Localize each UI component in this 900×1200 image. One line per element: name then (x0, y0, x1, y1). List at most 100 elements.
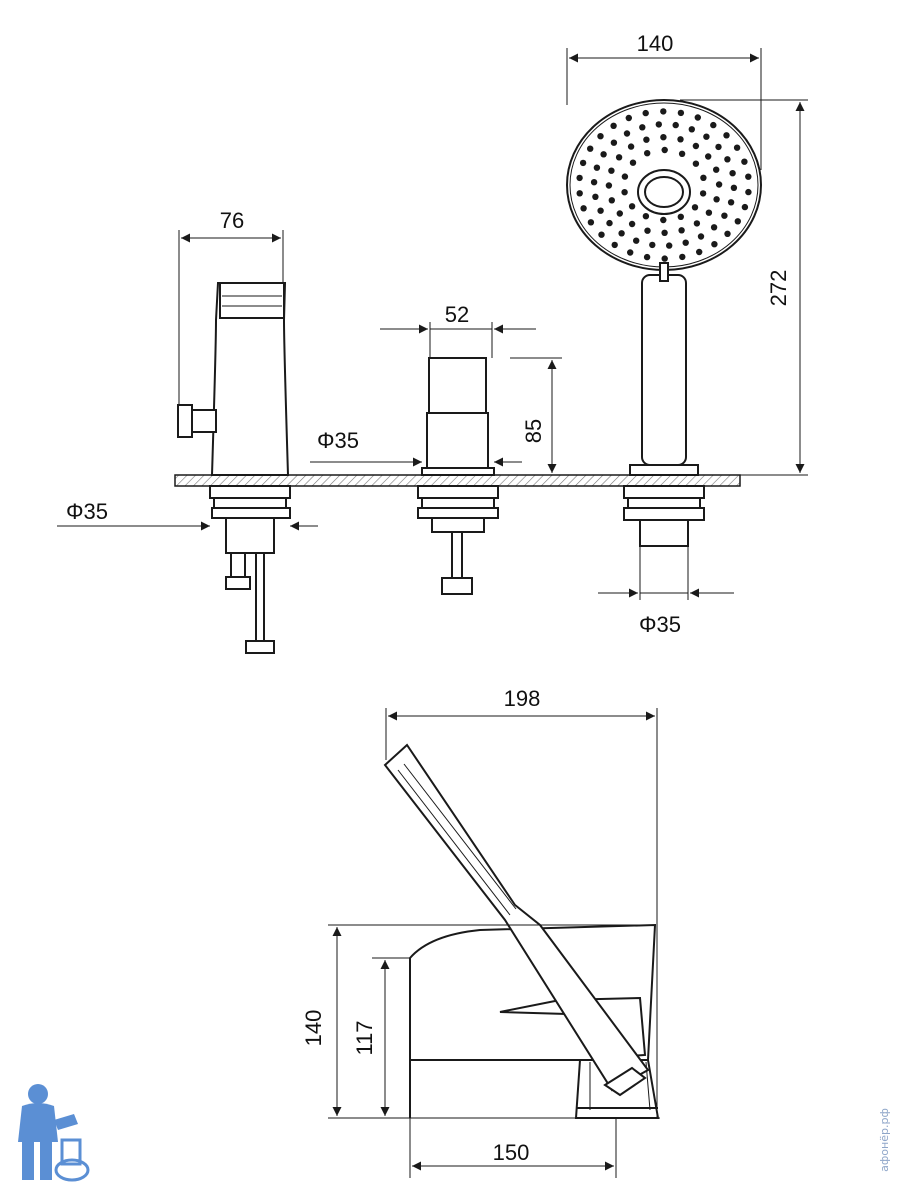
spray-nozzle (597, 133, 604, 140)
spray-nozzle (643, 253, 651, 261)
spray-nozzle (672, 121, 679, 129)
dim-label-85: 85 (521, 419, 546, 443)
spray-nozzle (724, 230, 731, 237)
dim-spout-width: 76 (178, 208, 284, 405)
spray-nozzle (661, 255, 668, 262)
dim-label-phi35-shower: Φ35 (639, 612, 681, 637)
dim-valve-width: 52 (380, 302, 536, 358)
spray-nozzle (692, 160, 700, 167)
spray-nozzle (734, 218, 741, 225)
spray-nozzle (597, 207, 604, 214)
spray-nozzle (625, 114, 632, 122)
dim-label-76: 76 (220, 208, 244, 233)
spray-nozzle (693, 220, 701, 227)
spray-nozzle (608, 167, 615, 174)
dim-shower-hole: Φ35 (598, 546, 734, 637)
spray-nozzle (679, 253, 686, 261)
spray-nozzle (713, 196, 720, 203)
spray-nozzle (741, 158, 748, 165)
spray-nozzle (610, 122, 617, 129)
dim-valve-height: 85 (510, 357, 562, 476)
dim-side-height: 140 (301, 924, 660, 1119)
dim-side-depth: 150 (409, 1118, 617, 1178)
spray-nozzle (593, 164, 601, 171)
spray-nozzle (616, 210, 623, 217)
mixer-valve (417, 357, 499, 595)
dim-spout-hole: Φ35 (57, 499, 318, 531)
spray-nozzle (661, 146, 668, 154)
spray-nozzle (724, 156, 731, 163)
dim-valve-hole: Φ35 (310, 428, 522, 467)
dim-shower-height: 272 (680, 99, 808, 476)
spray-nozzle (715, 181, 723, 188)
spray-nozzle (644, 227, 651, 234)
spray-nozzle (705, 153, 712, 160)
spray-nozzle (713, 166, 720, 173)
spray-nozzle (621, 173, 629, 180)
spray-nozzle (642, 109, 649, 117)
spray-nozzle (605, 182, 613, 189)
front-view: 140 272 76 52 (57, 31, 808, 654)
spray-nozzle (730, 184, 738, 191)
spray-nozzle (666, 242, 673, 249)
spray-nozzle (576, 190, 583, 197)
spray-nozzle (700, 174, 707, 181)
dim-side-spout-height: 117 (352, 957, 410, 1116)
spray-nozzle (642, 213, 650, 220)
spray-nozzle (623, 130, 631, 137)
spray-nozzle (678, 150, 686, 157)
spray-nozzle (660, 134, 667, 141)
dim-label-272: 272 (766, 270, 791, 307)
spray-nozzle (710, 121, 717, 129)
spray-nozzle (649, 241, 656, 249)
dim-label-140-side: 140 (301, 1010, 326, 1047)
spray-nozzle (694, 114, 701, 121)
spray-nozzle (608, 197, 615, 204)
dim-side-total-width: 198 (385, 686, 658, 1118)
spray-nozzle (660, 108, 667, 115)
dim-shower-head-width: 140 (566, 31, 762, 170)
spray-nozzle (678, 227, 685, 234)
spray-nozzle (677, 213, 684, 220)
spray-nozzle (697, 233, 705, 240)
spray-nozzle (592, 193, 599, 200)
spray-nozzle (629, 159, 637, 166)
spray-nozzle (655, 121, 662, 128)
spray-nozzle (688, 126, 695, 133)
spray-nozzle (628, 203, 636, 210)
spout-body (177, 282, 291, 654)
spray-nozzle (611, 241, 618, 249)
spray-nozzle (610, 139, 618, 146)
spray-nozzle (579, 159, 587, 167)
dim-label-52: 52 (445, 302, 469, 327)
side-view: 198 140 117 150 (301, 686, 660, 1178)
spray-nozzle (741, 203, 749, 211)
spray-nozzle (580, 205, 587, 212)
spray-nozzle (627, 249, 634, 256)
spray-nozzle (643, 136, 650, 143)
spray-nozzle (696, 248, 703, 256)
spray-nozzle (628, 220, 636, 228)
watermark-text: афонёр.рф (878, 1108, 891, 1172)
spray-nozzle (677, 136, 684, 143)
spray-nozzle (639, 124, 646, 131)
spray-nozzle (711, 241, 718, 248)
spray-nozzle (729, 170, 736, 177)
hand-shower (566, 99, 762, 547)
spray-nozzle (587, 145, 594, 152)
dim-label-198: 198 (504, 686, 541, 711)
spray-nozzle (699, 190, 707, 197)
spray-nozzle (600, 151, 607, 158)
deck-surface (174, 474, 741, 487)
spray-nozzle (703, 133, 710, 140)
spray-nozzle (745, 173, 752, 180)
spray-nozzle (627, 143, 635, 150)
dim-label-phi35-spout: Φ35 (66, 499, 108, 524)
spray-nozzle (727, 199, 735, 206)
spray-nozzle (590, 179, 598, 186)
dim-label-150: 150 (493, 1140, 530, 1165)
spray-nozzle (660, 216, 667, 224)
spray-nozzles (576, 108, 752, 262)
spray-nozzle (692, 142, 700, 150)
